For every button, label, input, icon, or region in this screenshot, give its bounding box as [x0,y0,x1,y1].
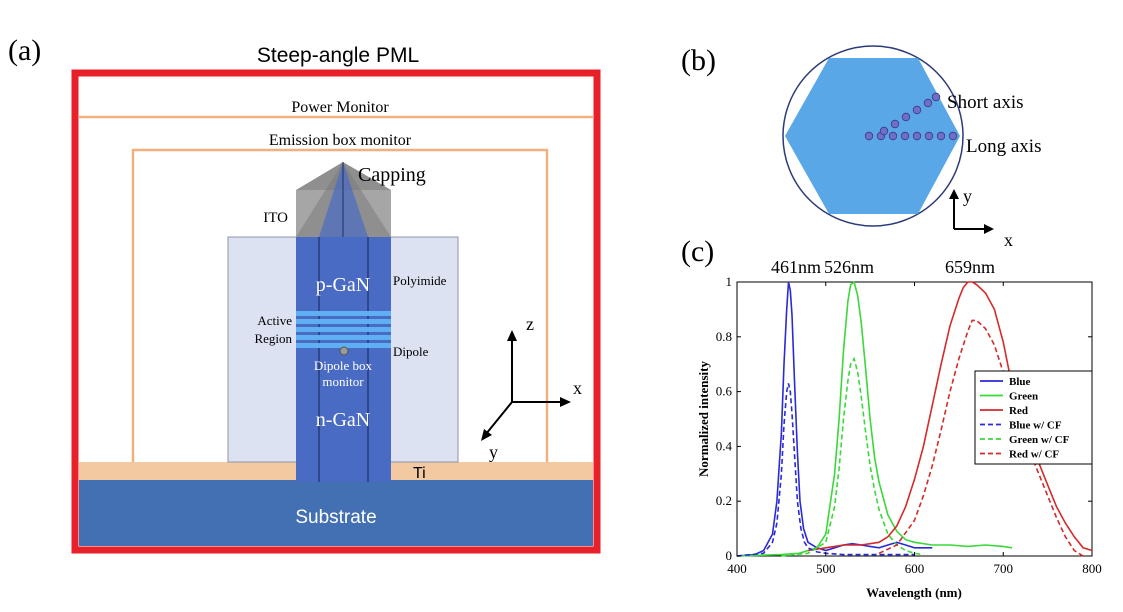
axis-x-label-b: x [1004,230,1013,250]
series-line-green [736,280,1013,557]
active-region-stripes [296,311,391,348]
pml-label: Steep-angle PML [257,44,419,67]
y-tick-label: 0.2 [716,493,732,508]
xy-axes-b [949,189,994,234]
y-tick-label: 0 [726,548,733,563]
y-tick-label: 1 [726,274,733,289]
emission-box-monitor [131,148,549,462]
panel-b: (b) Short axis Long axis [681,44,1041,250]
series-line-red-w-cf [878,319,1084,557]
panel-a-label: (a) [8,34,41,67]
long-axis-label: Long axis [966,136,1041,157]
y-axis-label: Normalized intensity [696,361,711,477]
panel-c: (c) 461nm 526nm 659nm 400 500 600 700 800 0 0.… [681,235,1102,600]
axis-z-label: z [526,314,534,334]
pml-frame [71,69,601,554]
panel-a: (a) Steep-angle PML Substrate Ti Power M… [8,34,601,554]
nanorod-body [296,237,391,482]
legend-entry: Blue w/ CF [1009,420,1062,432]
emission-box-monitor-label: Emission box monitor [269,132,412,149]
polyimide-label: Polyimide [393,273,447,288]
series-line-blue [736,281,933,557]
dipole-label: Dipole [393,344,429,359]
x-tick-label: 400 [727,561,747,576]
substrate-label: Substrate [295,507,376,528]
short-axis-dots [879,92,941,136]
peak-label-green: 526nm [824,257,874,277]
xyz-axes [481,330,571,441]
dipole-box-label-2: monitor [322,374,364,389]
active-region-label-1: Active [257,313,292,328]
series-line-green-w-cf [781,356,924,557]
y-tick-label: 0.4 [716,438,733,453]
y-tick-label: 0.8 [716,329,732,344]
series-line-blue-w-cf [736,383,915,557]
series-line-red [807,281,1093,552]
ito-label: ITO [263,210,288,226]
dipole-point [339,346,349,356]
ti-label: Ti [413,465,426,482]
axis-y-label: y [489,442,498,462]
capping-label: Capping [358,164,426,186]
power-monitor-label: Power Monitor [291,99,389,116]
outer-circle [782,45,964,227]
short-axis-label: Short axis [947,92,1024,113]
substrate-layer [79,480,593,546]
y-tick-label: 0.6 [716,384,733,399]
active-region-label-2: Region [254,331,292,346]
axis-x-label: x [573,378,582,398]
legend-entry: Red w/ CF [1009,449,1059,461]
axis-y-label-b: y [963,186,972,206]
legend-entry: Green [1009,391,1038,403]
n-gan-label: n-GaN [316,409,370,431]
x-tick-label: 500 [816,561,836,576]
peak-label-red: 659nm [945,257,995,277]
legend-entry: Green w/ CF [1009,434,1070,446]
p-gan-label: p-GaN [316,274,370,296]
x-tick-label: 700 [994,561,1014,576]
legend-box [974,370,1093,465]
spectra-lines [736,280,1093,557]
x-axis-label: Wavelength (nm) [866,585,962,600]
panel-b-label: (b) [681,44,716,77]
dipole-box-label-1: Dipole box [314,358,373,373]
legend-entry: Red [1009,405,1028,417]
chart-ticks: 400 500 600 700 800 0 0.2 0.4 0.6 0.8 1 [716,274,1102,576]
long-axis-dots [864,131,958,141]
legend-entry: Blue [1009,376,1031,388]
x-tick-label: 800 [1082,561,1102,576]
panel-c-label: (c) [681,235,714,268]
x-tick-label: 600 [905,561,925,576]
peak-label-blue: 461nm [771,257,821,277]
